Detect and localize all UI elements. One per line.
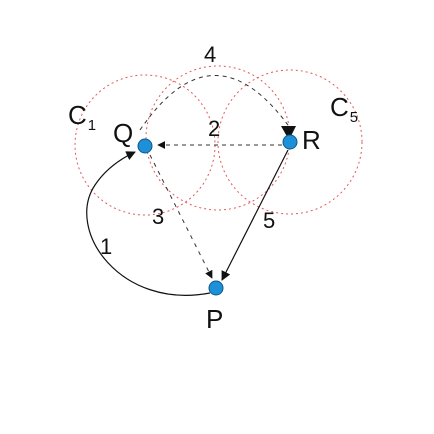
node-r[interactable]: [282, 134, 298, 150]
node-p-label: P: [206, 304, 223, 334]
edge-4-arrowhead: [281, 126, 296, 140]
circle-c1-label: C1: [68, 100, 96, 134]
node-q-label: Q: [113, 118, 133, 148]
edge-1: [86, 151, 211, 296]
circle-c5-label: C5: [330, 92, 358, 126]
circle-c5: [217, 69, 363, 215]
circle-c1-sub: 1: [88, 117, 96, 134]
edge-1-label: 1: [100, 234, 112, 259]
edge-5-label: 5: [263, 208, 275, 233]
edge-2-label: 2: [208, 116, 220, 141]
edge-4: [139, 75, 294, 133]
node-p[interactable]: [208, 280, 224, 296]
node-r-label: R: [302, 125, 321, 155]
edge-5: [221, 149, 289, 281]
circle-c5-base: C: [330, 92, 349, 122]
edge-3-label: 3: [152, 204, 164, 229]
circle-c5-sub: 5: [350, 109, 358, 126]
circle-c1-base: C: [68, 100, 87, 130]
edge-4-label: 4: [204, 42, 216, 67]
node-q[interactable]: [137, 138, 153, 154]
